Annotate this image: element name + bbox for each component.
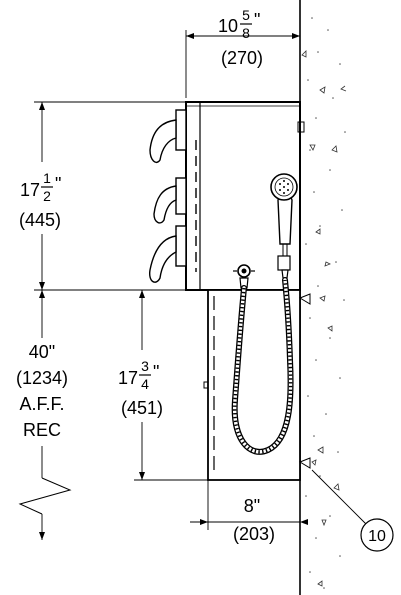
- valve-handle-middle: [153, 177, 187, 224]
- housing-height-denominator: 2: [43, 188, 51, 204]
- dimension-lower-depth: 8" (203): [190, 480, 308, 544]
- dimension-lower-height: 17 3 4 " (451): [114, 290, 208, 481]
- lower-height-denominator: 4: [141, 376, 149, 392]
- lower-height-metric: (451): [121, 398, 163, 418]
- lower-height-numerator: 3: [141, 358, 149, 374]
- depth-total-metric: (270): [221, 48, 263, 68]
- valve-handle-top: [149, 109, 187, 164]
- depth-total-unit: ": [254, 10, 260, 30]
- dimension-depth-total: 10 5 8 " (270): [185, 7, 300, 98]
- shower-hose: [231, 277, 294, 455]
- housing-height-unit: ": [55, 174, 61, 194]
- housing-height-numerator: 1: [43, 170, 51, 186]
- hose-outlet: [233, 264, 255, 289]
- housing-height-metric: (445): [19, 210, 61, 230]
- lower-height-whole: 17: [118, 368, 138, 388]
- mount-height-line2: (1234): [16, 368, 68, 388]
- callout-10: 10: [311, 469, 394, 552]
- lower-depth-label: 8": [244, 496, 260, 516]
- hand-shower: [270, 173, 298, 279]
- depth-total-denominator: 8: [242, 25, 250, 41]
- mount-height-line3: A.F.F.: [19, 394, 64, 414]
- break-line-symbol: [18, 477, 72, 515]
- lower-depth-metric: (203): [233, 524, 275, 544]
- mount-height-line4: REC: [23, 420, 61, 440]
- depth-total-whole: 10: [218, 16, 238, 36]
- mount-height-line1: 40": [29, 342, 55, 362]
- wall-section: [299, 0, 347, 595]
- depth-total-numerator: 5: [242, 7, 250, 23]
- aggregate-marks: [301, 50, 347, 587]
- dimension-housing-height: 17 1 2 " (445): [16, 101, 186, 290]
- lower-height-unit: ": [153, 362, 159, 382]
- callout-number: 10: [368, 528, 386, 545]
- housing-height-whole: 17: [20, 180, 40, 200]
- valve-handle-bottom: [148, 225, 187, 283]
- concrete-hatch: [305, 17, 346, 589]
- dimension-mount-height: 40" (1234) A.F.F. REC: [16, 289, 208, 540]
